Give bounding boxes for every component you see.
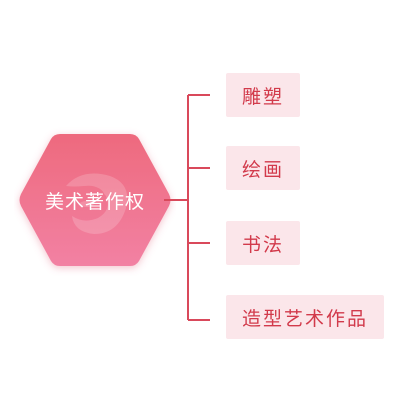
branch-label: 绘画: [242, 158, 285, 181]
branch-sculpture: 雕塑: [226, 73, 301, 117]
branch-calligraphy: 书法: [226, 221, 301, 265]
branch-label: 雕塑: [242, 85, 285, 108]
branch-label: 造型艺术作品: [242, 307, 369, 330]
branch-label: 书法: [242, 233, 285, 256]
root-node-hexagon: [19, 134, 171, 266]
abstract-swirl-icon: [66, 173, 128, 234]
branch-plastic-arts: 造型艺术作品: [226, 295, 385, 339]
branch-painting: 绘画: [226, 146, 301, 190]
root-node-label: 美术著作权: [44, 190, 145, 213]
